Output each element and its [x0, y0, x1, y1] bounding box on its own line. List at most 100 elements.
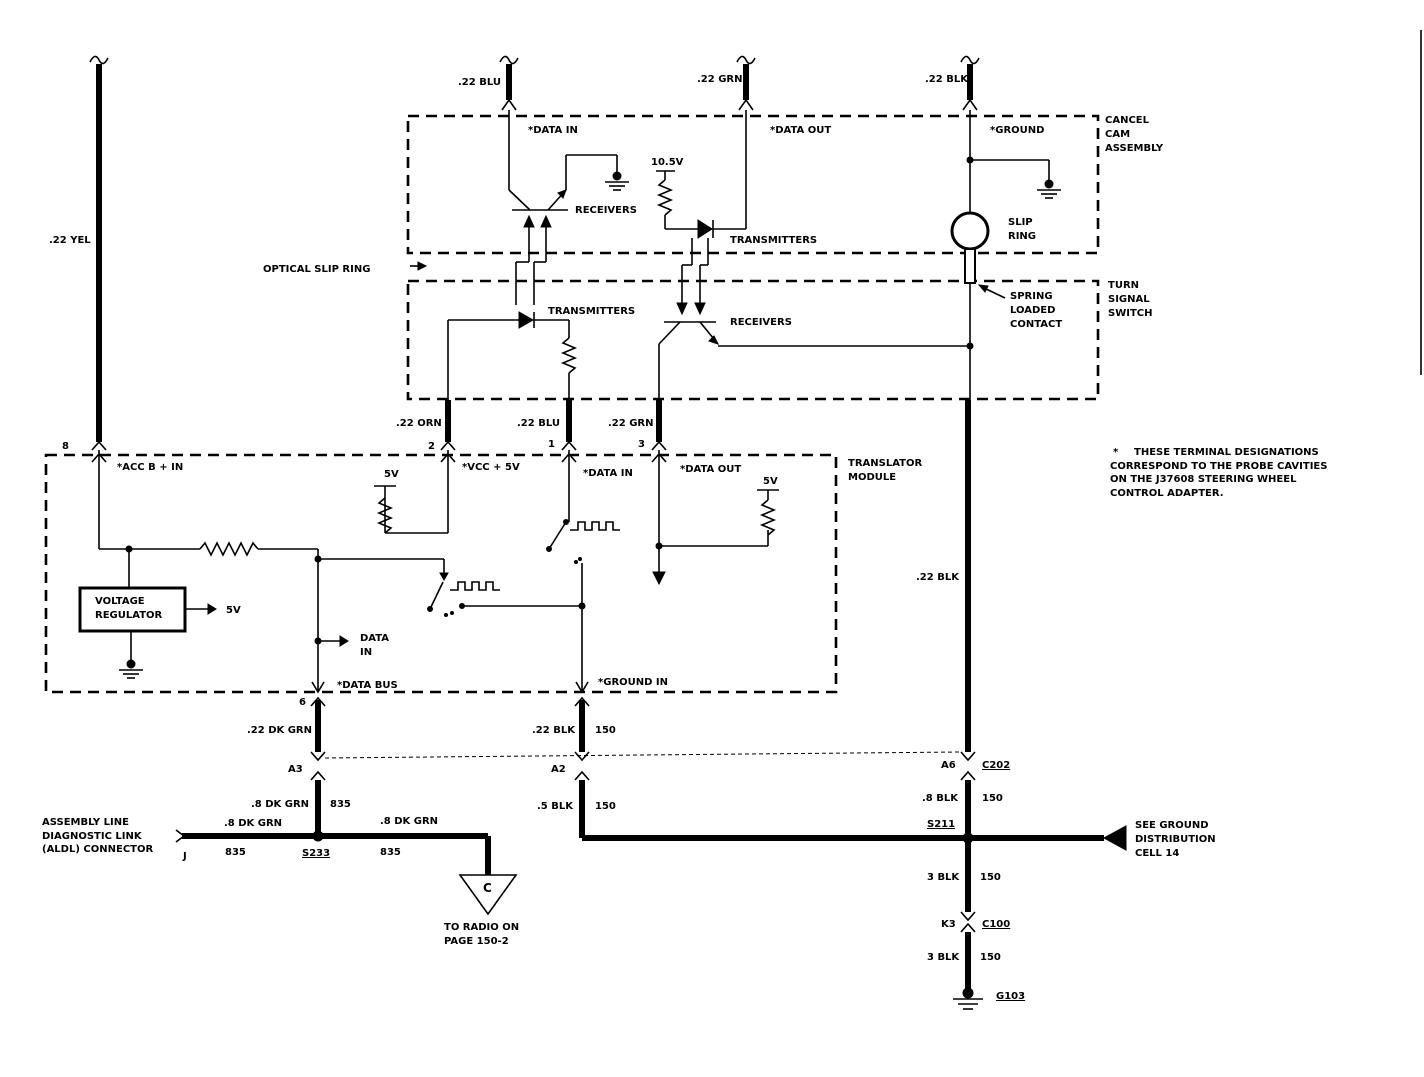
tm-5v-a: 5V — [384, 469, 399, 480]
contact-label-3: CONTACT — [1010, 319, 1062, 330]
see-ground-1: SEE GROUND — [1135, 820, 1209, 831]
cancel-cam-title-1: CANCEL — [1105, 115, 1150, 126]
slip-ring-label-2: RING — [1008, 231, 1036, 242]
turn-signal-title-3: SWITCH — [1108, 308, 1152, 319]
cancel-cam-box — [406, 114, 1100, 255]
optical-arrows — [515, 214, 709, 316]
pin-a6: A6 — [941, 760, 956, 771]
connector-link-dash — [324, 751, 961, 759]
translator-circuit — [78, 450, 779, 694]
tm-data-in: *DATA IN — [583, 468, 633, 479]
pin-3: 3 — [638, 439, 645, 450]
label-dk-grn-22: .22 DK GRN — [247, 725, 312, 736]
tm-5v-c: 5V — [226, 605, 241, 616]
label-yel-top: .22 YEL — [49, 235, 91, 246]
ts-receivers: RECEIVERS — [730, 317, 792, 328]
label-grn-top: .22 GRN — [697, 74, 742, 85]
aldl-label-1: ASSEMBLY LINE — [42, 817, 129, 828]
connector-c100: C100 — [982, 919, 1010, 930]
translator-module-box — [44, 453, 838, 694]
note-star: * — [1113, 447, 1119, 458]
cam-data-in: *DATA IN — [528, 125, 578, 136]
translator-title-1: TRANSLATOR — [848, 458, 922, 469]
label-dk-grn-8-b: .8 DK GRN — [224, 818, 282, 829]
tm-5v-b: 5V — [763, 476, 778, 487]
note-line-2: CORRESPOND TO THE PROBE CAVITIES — [1110, 461, 1327, 472]
tm-data-out: *DATA OUT — [680, 464, 741, 475]
note-line-3: ON THE J37608 STEERING WHEEL — [1110, 474, 1297, 485]
connector-chevrons — [91, 98, 978, 933]
bottom-circuit — [312, 825, 1127, 1010]
note-line-4: CONTROL ADAPTER. — [1110, 488, 1224, 499]
pin-a2: A2 — [551, 764, 566, 775]
wire-break-symbols — [89, 55, 980, 65]
contact-label-1: SPRING — [1010, 291, 1053, 302]
ground-reference-arrow — [1102, 825, 1127, 851]
tm-vcc: *VCC + 5V — [462, 462, 520, 473]
contact-label-2: LOADED — [1010, 305, 1055, 316]
label-835-c: 835 — [380, 847, 401, 858]
label-blk-22: .22 BLK — [532, 725, 576, 736]
cam-voltage: 10.5V — [651, 157, 684, 168]
heavy-wires — [96, 64, 1104, 990]
radio-connector-letter: C — [483, 881, 492, 895]
splice-s211-label: S211 — [927, 819, 955, 830]
label-dk-grn-8-a: .8 DK GRN — [251, 799, 309, 810]
cam-transmitters: TRANSMITTERS — [730, 235, 817, 246]
label-orn: .22 ORN — [396, 418, 442, 429]
cancel-cam-circuit — [410, 110, 1061, 284]
turn-signal-title-2: SIGNAL — [1108, 294, 1150, 305]
see-ground-2: DISTRIBUTION — [1135, 834, 1216, 845]
cancel-cam-title-3: ASSEMBLY — [1105, 143, 1164, 154]
aldl-label-2: DIAGNOSTIC LINK — [42, 831, 143, 842]
ts-transmitters: TRANSMITTERS — [548, 306, 635, 317]
pin-j: J — [182, 851, 187, 862]
ground-g103-label: G103 — [996, 991, 1025, 1002]
tm-data-in-1: DATA — [360, 633, 389, 644]
aldl-label-3: (ALDL) CONNECTOR — [42, 844, 153, 855]
label-150-d: 150 — [980, 872, 1001, 883]
pin-2: 2 — [428, 441, 435, 452]
label-835-b: 835 — [225, 847, 246, 858]
label-blk-3-b: 3 BLK — [927, 952, 960, 963]
slip-ring-label-1: SLIP — [1008, 217, 1033, 228]
turn-signal-circuit — [447, 283, 1006, 400]
splice-s233 — [312, 830, 324, 842]
tm-data-bus: *DATA BUS — [337, 680, 398, 691]
label-blk-5: .5 BLK — [537, 801, 574, 812]
pin-6: 6 — [299, 697, 306, 708]
label-150-c: 150 — [982, 793, 1003, 804]
radio-label-2: PAGE 150-2 — [444, 936, 509, 947]
note-line-1: THESE TERMINAL DESIGNATIONS — [1134, 447, 1319, 458]
regulator-label-1: VOLTAGE — [95, 596, 145, 607]
label-grn-mid: .22 GRN — [608, 418, 653, 429]
label-150-a: 150 — [595, 725, 616, 736]
label-blk-top: .22 BLK — [925, 74, 969, 85]
pin-k3: K3 — [941, 919, 956, 930]
radio-connector-triangle — [458, 874, 518, 916]
cam-ground: *GROUND — [990, 125, 1044, 136]
pin-1: 1 — [548, 439, 555, 450]
turn-signal-box — [406, 279, 1100, 401]
label-150-b: 150 — [595, 801, 616, 812]
label-835-a: 835 — [330, 799, 351, 810]
optical-slip-ring-label: OPTICAL SLIP RING — [263, 264, 370, 275]
connector-c202: C202 — [982, 760, 1010, 771]
cancel-cam-title-2: CAM — [1105, 129, 1130, 140]
label-blu-top: .22 BLU — [458, 77, 501, 88]
tm-ground-in: *GROUND IN — [598, 677, 668, 688]
label-blk-3-a: 3 BLK — [927, 872, 960, 883]
radio-label-1: TO RADIO ON — [444, 922, 519, 933]
turn-signal-title-1: TURN — [1108, 280, 1139, 291]
label-dk-grn-8-c: .8 DK GRN — [380, 816, 438, 827]
translator-title-2: MODULE — [848, 472, 896, 483]
tm-acc: *ACC B + IN — [117, 462, 183, 473]
pin-a3: A3 — [288, 764, 303, 775]
see-ground-3: CELL 14 — [1135, 848, 1179, 859]
cam-receivers: RECEIVERS — [575, 205, 637, 216]
label-blk-8: .8 BLK — [922, 793, 959, 804]
label-blu-mid: .22 BLU — [517, 418, 560, 429]
regulator-label-2: REGULATOR — [95, 610, 163, 621]
